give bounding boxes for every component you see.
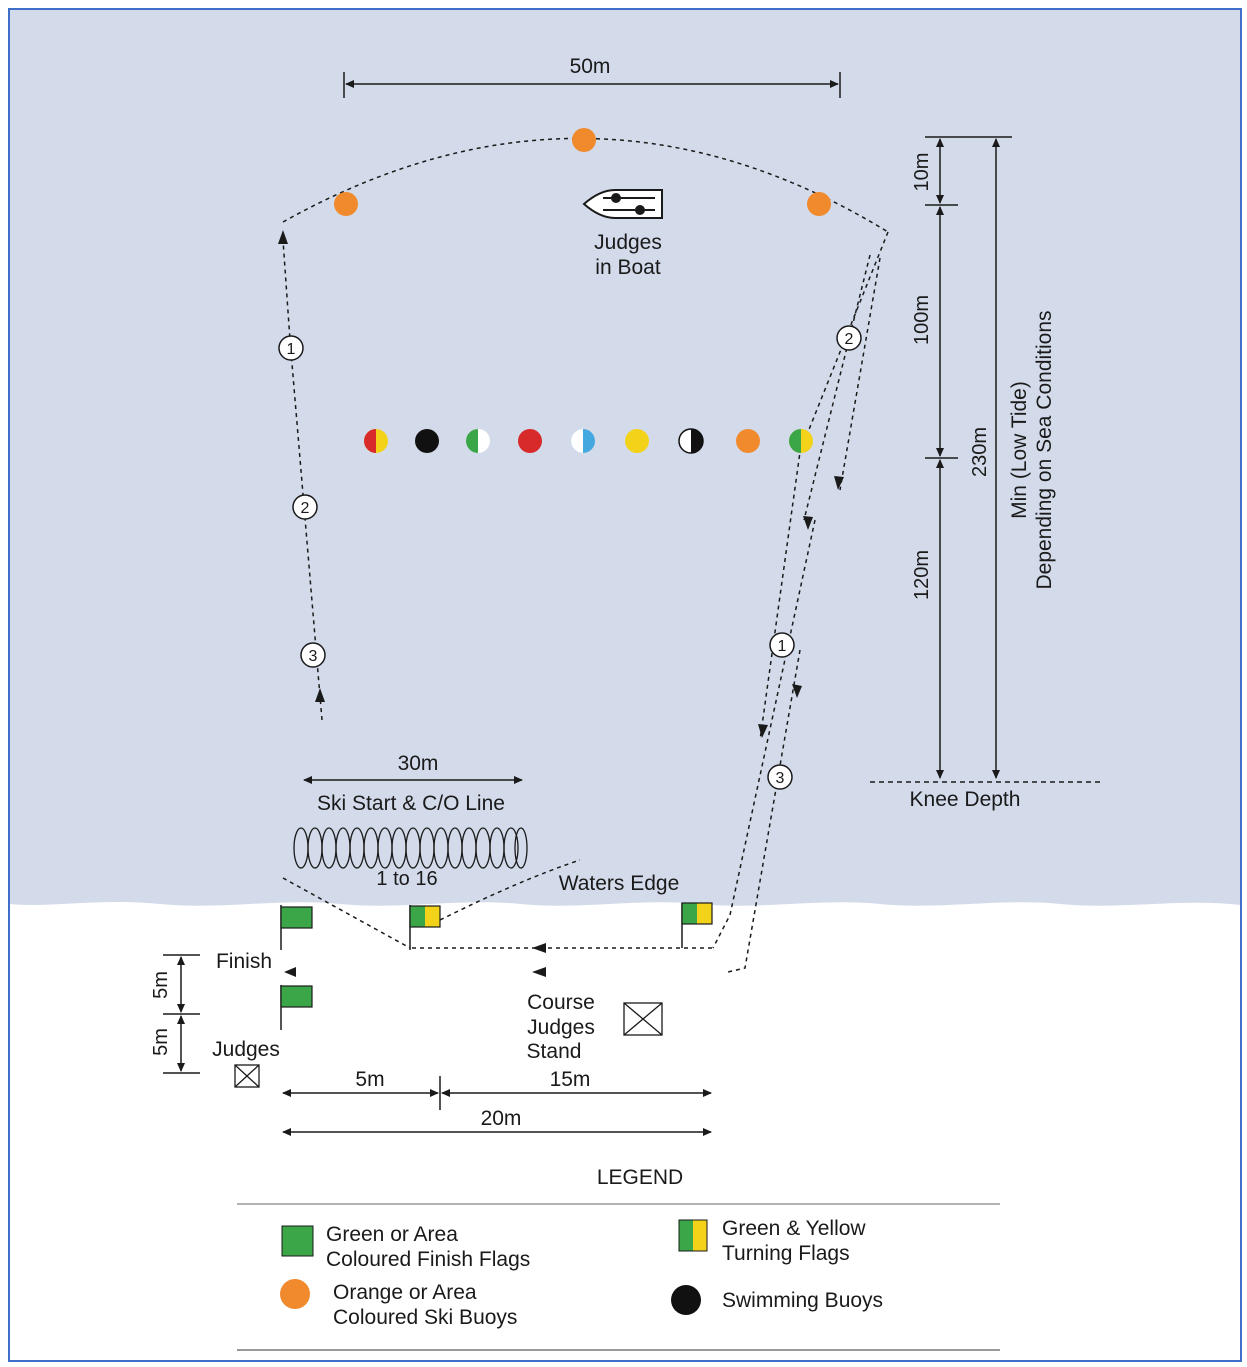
sea-conditions-label: Depending on Sea Conditions — [1033, 310, 1056, 589]
legend-ski-buoys-line2: Coloured Ski Buoys — [333, 1306, 517, 1329]
turning-flag-right — [681, 902, 713, 948]
swim-buoy-white-black — [678, 428, 704, 454]
waters-edge-label: Waters Edge — [559, 872, 680, 895]
marker-left-2: 2 — [292, 494, 318, 520]
course-judges-label-2: Judges — [527, 1016, 595, 1039]
dimension-50m-label: 50m — [570, 55, 611, 78]
ski-buoy-left — [334, 192, 358, 216]
finish-flag-bottom — [280, 985, 313, 1030]
legend-turning-flag-icon — [678, 1219, 708, 1252]
svg-text:3: 3 — [776, 770, 785, 787]
marker-right-3: 3 — [767, 764, 793, 790]
legend-ski-buoys-line1: Orange or Area — [333, 1281, 477, 1304]
finish-5m-label-a: 5m — [150, 971, 172, 999]
legend-turning-flags-line2: Turning Flags — [722, 1242, 850, 1265]
route-arrows — [278, 230, 844, 977]
base-5m-label: 5m — [355, 1068, 384, 1091]
course-judges-stand-icon — [623, 1002, 663, 1036]
base-20m-label: 20m — [481, 1107, 522, 1130]
judges-boat-label-1: Judges — [594, 231, 662, 254]
swim-buoy-red-yellow — [364, 429, 388, 453]
svg-text:2: 2 — [301, 500, 310, 517]
legend-turning-flags-line1: Green & Yellow — [722, 1217, 866, 1240]
judges-stand-icon — [234, 1064, 260, 1088]
one-to-sixteen-label: 1 to 16 — [376, 868, 437, 890]
ski-buoy-top — [572, 128, 596, 152]
legend-title: LEGEND — [597, 1166, 683, 1189]
svg-text:2: 2 — [845, 331, 854, 348]
judges-boat-label-2: in Boat — [595, 256, 661, 279]
course-judges-label-3: Stand — [527, 1040, 582, 1063]
ski-start-line-icon — [293, 827, 528, 869]
swimming-buoy-row — [364, 428, 813, 454]
legend-swimming-buoy-icon — [671, 1285, 701, 1315]
svg-text:3: 3 — [309, 648, 318, 665]
depth-10m-label: 10m — [911, 153, 933, 192]
outer-frame — [8, 8, 1242, 1362]
dimension-30m: 30m — [303, 752, 523, 784]
dimension-50m: 50m — [343, 55, 841, 98]
knee-depth-label: Knee Depth — [910, 788, 1021, 811]
finish-dimensions — [163, 954, 200, 1074]
depth-dimensions — [870, 136, 1100, 783]
course-judges-label-1: Course — [527, 991, 595, 1014]
marker-left-3: 3 — [300, 642, 326, 668]
swim-buoy-green-yellow — [789, 429, 813, 453]
depth-230m-label: 230m — [969, 427, 991, 477]
swim-buoy-black — [415, 429, 439, 453]
svg-text:1: 1 — [778, 638, 787, 655]
legend-finish-flag-icon — [281, 1225, 314, 1257]
legend-finish-flags-line1: Green or Area — [326, 1223, 458, 1246]
legend-swimming-buoys: Swimming Buoys — [722, 1289, 883, 1312]
swim-buoy-yellow — [625, 429, 649, 453]
swim-buoy-white-blue — [571, 429, 595, 453]
base-15m-label: 15m — [550, 1068, 591, 1091]
dimension-30m-label: 30m — [398, 752, 439, 775]
finish-5m-label-b: 5m — [150, 1028, 172, 1056]
course-route — [282, 137, 889, 973]
ski-start-label: Ski Start & C/O Line — [317, 792, 505, 815]
legend-ski-buoy-icon — [280, 1279, 310, 1309]
marker-right-1: 1 — [769, 632, 795, 658]
swim-buoy-green-white — [466, 429, 490, 453]
swim-buoy-red — [518, 429, 542, 453]
turning-flag-left — [409, 905, 441, 950]
depth-100m-label: 100m — [911, 295, 933, 345]
swim-buoy-orange — [736, 429, 760, 453]
ski-buoy-right — [807, 192, 831, 216]
min-low-tide-label: Min (Low Tide) — [1008, 381, 1031, 519]
finish-flag-top — [280, 905, 313, 950]
marker-left-1: 1 — [278, 335, 304, 361]
base-dimensions — [282, 1076, 712, 1136]
water-area — [10, 10, 1241, 906]
numbered-markers: 1 2 3 2 1 3 — [278, 325, 862, 790]
legend-finish-flags-line2: Coloured Finish Flags — [326, 1248, 530, 1271]
svg-text:1: 1 — [287, 341, 296, 358]
finish-label: Finish — [216, 950, 272, 973]
marker-right-2: 2 — [836, 325, 862, 351]
judges-label: Judges — [212, 1038, 280, 1061]
depth-120m-label: 120m — [911, 550, 933, 600]
judges-boat-icon — [582, 189, 663, 219]
